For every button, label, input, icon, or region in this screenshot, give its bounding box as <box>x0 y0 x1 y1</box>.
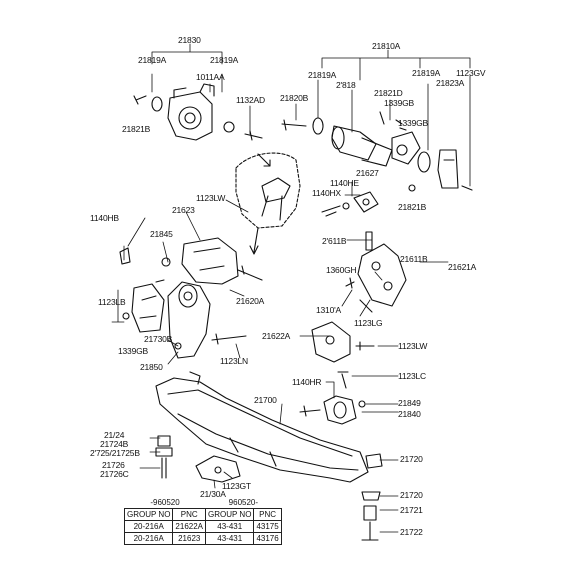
column-header: GROUP NO <box>123 508 174 521</box>
part-label: 1140HE <box>330 178 359 188</box>
column-header: GROUP NO <box>205 508 255 521</box>
part-label: 21622A <box>262 331 291 341</box>
part-label: 21840 <box>398 409 421 419</box>
part-label: 1339GB <box>398 118 428 128</box>
part-label: 1339GB <box>118 346 148 356</box>
part-label: 21850 <box>140 362 163 372</box>
table-header-row: GROUP NO PNC GROUP NO PNC <box>123 508 282 521</box>
mount-21622A <box>299 321 375 425</box>
part-label: 1123LB <box>98 297 126 307</box>
part-label: 21621A <box>448 262 477 272</box>
part-label: 1140HX <box>312 188 341 198</box>
mount-21850 <box>122 281 247 359</box>
part-label: 21819A <box>210 55 239 65</box>
part-label: 21823A <box>436 78 465 88</box>
part-label: 21830 <box>178 35 201 45</box>
bracket-21621A <box>321 191 407 313</box>
part-label: 21611B <box>400 254 428 264</box>
part-label: 21700 <box>254 395 277 405</box>
part-label: 21730B <box>144 334 173 344</box>
range-right: 960520- <box>228 497 259 507</box>
part-label: 1123GV <box>456 68 486 78</box>
part-label: 1011AA <box>196 72 225 82</box>
part-label: 1140HB <box>90 213 119 223</box>
part-label: 21724B <box>100 439 129 449</box>
table-cell: 43175 <box>253 520 282 533</box>
table-cell: 21622A <box>172 520 207 533</box>
table-cell: 43176 <box>253 532 282 545</box>
part-label: 21810A <box>372 41 401 51</box>
part-label: 21726C <box>100 469 129 479</box>
engine-mount-21810A <box>281 111 473 192</box>
part-label: 21821B <box>122 124 151 134</box>
part-label: 21821D <box>374 88 403 98</box>
table-range-row: -960520 960520- <box>125 497 282 509</box>
part-label: 21821B <box>398 202 427 212</box>
part-label: 21819A <box>308 70 337 80</box>
part-label: 1123LW <box>398 341 428 351</box>
part-label: 21720 <box>400 490 423 500</box>
part-label: 21820B <box>280 93 309 103</box>
part-label: 1140HR <box>292 377 322 387</box>
column-header: PNC <box>172 508 207 521</box>
part-label: 1360GH <box>326 265 357 275</box>
part-label: 1310'A <box>316 305 342 315</box>
crossmember-21700 <box>155 371 369 483</box>
part-label: 21819A <box>412 68 441 78</box>
part-label: 21722 <box>400 527 423 537</box>
part-label: 1123LN <box>220 356 248 366</box>
table-cell: 43-431 <box>205 520 255 533</box>
part-label: 21623 <box>172 205 195 215</box>
transmission-housing <box>235 152 301 255</box>
part-label: 1132AD <box>236 95 265 105</box>
part-label: 1123LC <box>398 371 426 381</box>
table-cell: 43-431 <box>205 532 255 545</box>
part-label: 21/24 <box>104 430 125 440</box>
part-label: 1339GB <box>384 98 414 108</box>
part-label: 2'725/21725B <box>90 448 140 458</box>
part-label: 21721 <box>400 505 423 515</box>
part-label: 1123LG <box>354 318 383 328</box>
part-label: 2'818 <box>336 80 356 90</box>
pnc-table: -960520 960520- GROUP NO PNC GROUP NO PN… <box>123 497 282 545</box>
table-cell: 21623 <box>172 532 207 545</box>
part-label: 21849 <box>398 398 421 408</box>
part-label: 21819A <box>138 55 167 65</box>
part-label: 21845 <box>150 229 173 239</box>
part-label: 21726 <box>102 460 125 470</box>
part-label: 2'611B <box>322 236 347 246</box>
bushing-stack-21720 <box>361 453 383 541</box>
part-label: 21720 <box>400 454 423 464</box>
part-label: 21/30A <box>200 489 226 499</box>
table-row: 20-216A 21623 43-431 43176 <box>123 532 282 545</box>
table-row: 20-216A 21622A 43-431 43175 <box>123 520 282 533</box>
part-label: 21620A <box>236 296 265 306</box>
engine-mount-21830 <box>133 83 263 141</box>
bushing-stack-21724 <box>155 435 241 483</box>
table-cell: 20-216A <box>123 532 174 545</box>
table-cell: 20-216A <box>123 520 174 533</box>
part-label: 1123LW <box>196 193 226 203</box>
range-left: -960520 <box>150 497 180 507</box>
column-header: PNC <box>253 508 282 521</box>
part-label: 1123GT <box>222 481 251 491</box>
mount-bracket-21623 <box>119 237 263 285</box>
part-label: 21627 <box>356 168 379 178</box>
